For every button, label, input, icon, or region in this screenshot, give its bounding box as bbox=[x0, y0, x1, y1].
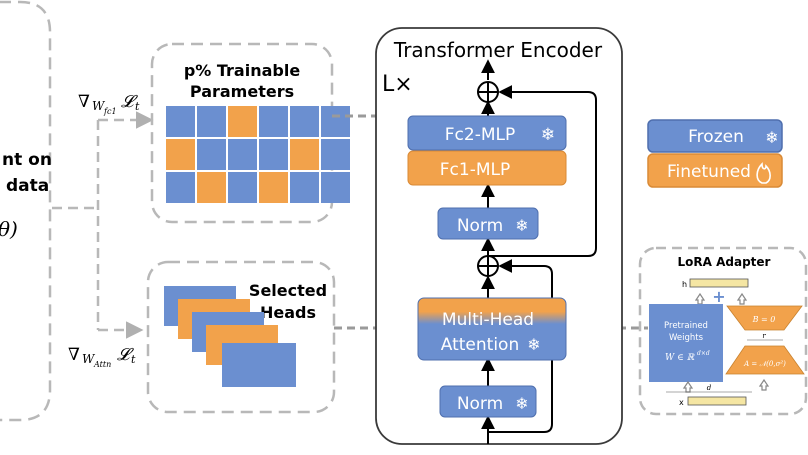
parameter-cell bbox=[228, 106, 257, 137]
parameter-cell bbox=[197, 139, 226, 170]
trainable-panel-border bbox=[150, 42, 334, 224]
fc1-subscript: fc1 bbox=[103, 107, 117, 116]
lora-up-arrow-left bbox=[694, 292, 706, 305]
selected-heads-panel: Selected Heads bbox=[146, 260, 336, 414]
add-node-top bbox=[477, 81, 499, 103]
residual-mlp bbox=[488, 85, 597, 257]
parameter-cell bbox=[166, 172, 195, 203]
encoder-repeat-label: L× bbox=[382, 72, 413, 97]
lora-x-label: x bbox=[679, 398, 684, 407]
parameter-cell bbox=[166, 106, 195, 137]
lora-title: LoRA Adapter bbox=[678, 255, 771, 269]
norm-top-label: Norm bbox=[457, 216, 503, 236]
parameter-cell bbox=[290, 139, 319, 170]
weight-dimension: d×d bbox=[697, 350, 710, 357]
gradient-label-fc1: ∇ W fc1 𝓛 t bbox=[78, 92, 140, 116]
norm-bottom-snowflake-icon: ❄ bbox=[515, 394, 528, 413]
add-node-bottom bbox=[477, 255, 499, 277]
trainable-title-line2: Parameters bbox=[190, 82, 294, 101]
fc1-mlp-block: Fc1-MLP bbox=[407, 150, 567, 186]
lora-r-label: r bbox=[762, 332, 766, 340]
legend: Frozen ❄ Finetuned bbox=[647, 119, 783, 188]
legend-snowflake-icon: ❄ bbox=[765, 128, 778, 147]
lora-input-arrow-right bbox=[758, 378, 770, 391]
parameter-cell bbox=[259, 106, 288, 137]
left-text-line1: nt on bbox=[2, 150, 52, 170]
lora-up-arrow-right bbox=[736, 292, 748, 305]
lora-plus-icon: + bbox=[712, 287, 725, 306]
fc2-snowflake-icon: ❄ bbox=[541, 125, 555, 145]
lora-b-equation: B = 0 bbox=[752, 315, 776, 324]
norm-bottom-block: Norm ❄ bbox=[439, 385, 537, 418]
multi-head-attention-block: Multi-Head Attention ❄ bbox=[417, 297, 567, 361]
mha-label-line2: Attention bbox=[441, 335, 519, 355]
lora-h-bar bbox=[689, 278, 749, 288]
gradient-flow-lines bbox=[52, 111, 154, 339]
parameter-cell bbox=[259, 172, 288, 203]
parameter-cell bbox=[228, 139, 257, 170]
left-text-line2: data bbox=[6, 176, 49, 196]
parameter-cell bbox=[197, 106, 226, 137]
pretrained-weights-block bbox=[649, 304, 723, 382]
parameter-cell bbox=[197, 172, 226, 203]
pretrained-label-line2: Weights bbox=[669, 333, 704, 343]
legend-finetuned-label: Finetuned bbox=[667, 162, 751, 182]
legend-frozen: Frozen ❄ bbox=[647, 119, 783, 153]
trainable-parameters-panel: p% Trainable Parameters bbox=[150, 42, 350, 224]
mha-label-line1: Multi-Head bbox=[442, 310, 534, 330]
flame-icon bbox=[756, 162, 771, 184]
gradient-label-attn: ∇ W Attn 𝓛 t bbox=[68, 345, 136, 369]
parameter-cell bbox=[228, 172, 257, 203]
parameter-cell bbox=[290, 172, 319, 203]
left-theta: θ) bbox=[0, 217, 18, 241]
left-data-panel: nt on data θ) bbox=[0, 0, 52, 422]
lora-h-label: h bbox=[682, 280, 687, 289]
lora-input-arrow-left bbox=[682, 380, 694, 393]
lora-b-matrix bbox=[726, 305, 803, 331]
left-panel-border bbox=[0, 0, 52, 422]
heads-title-line2: Heads bbox=[260, 303, 316, 322]
parameter-cell bbox=[321, 172, 350, 203]
t-fc1: t bbox=[135, 100, 140, 113]
parameter-cell bbox=[321, 106, 350, 137]
w-attn: W bbox=[82, 352, 96, 366]
lora-d-label: d bbox=[707, 384, 712, 392]
parameter-grid bbox=[166, 106, 350, 203]
norm-bottom-label: Norm bbox=[457, 394, 503, 414]
attn-subscript: Attn bbox=[93, 360, 111, 369]
lora-adapter-panel: LoRA Adapter h + Pretrained Weights W ∈ … bbox=[638, 246, 808, 416]
parameter-cell bbox=[166, 139, 195, 170]
lora-a-matrix bbox=[725, 345, 805, 375]
weight-equation: W ∈ ℝ bbox=[665, 353, 695, 363]
heads-panel-border bbox=[146, 260, 336, 414]
lora-a-equation: A = 𝒩(0,σ²) bbox=[743, 360, 786, 368]
parameter-cell bbox=[290, 106, 319, 137]
head-5 bbox=[222, 343, 296, 387]
legend-frozen-label: Frozen bbox=[688, 127, 744, 147]
nabla-attn: ∇ bbox=[68, 345, 80, 365]
norm-top-snowflake-icon: ❄ bbox=[515, 216, 528, 235]
legend-finetuned: Finetuned bbox=[647, 153, 783, 188]
lora-panel-border bbox=[638, 246, 808, 416]
fc2-label: Fc2-MLP bbox=[445, 125, 515, 145]
fc1-label: Fc1-MLP bbox=[440, 160, 510, 180]
lora-input-arrows bbox=[682, 378, 770, 393]
encoder-title: Transformer Encoder bbox=[393, 38, 603, 62]
lora-up-arrows bbox=[694, 292, 748, 305]
nabla-fc1: ∇ bbox=[78, 92, 90, 112]
parameter-cell bbox=[259, 139, 288, 170]
norm-top-block: Norm ❄ bbox=[437, 207, 539, 240]
pretrained-label-line1: Pretrained bbox=[664, 321, 708, 331]
w-fc1: W bbox=[92, 99, 106, 113]
head-stack bbox=[164, 286, 296, 387]
mha-snowflake-icon: ❄ bbox=[527, 335, 540, 354]
t-attn: t bbox=[131, 353, 136, 366]
heads-title-line1: Selected bbox=[249, 281, 327, 300]
lora-x-bar bbox=[687, 396, 747, 406]
fc2-mlp-block: Fc2-MLP ❄ bbox=[407, 115, 567, 151]
trainable-title-line1: p% Trainable bbox=[184, 61, 301, 80]
transformer-encoder: Transformer Encoder L× Fc2-MLP ❄ bbox=[375, 27, 623, 445]
parameter-cell bbox=[321, 139, 350, 170]
